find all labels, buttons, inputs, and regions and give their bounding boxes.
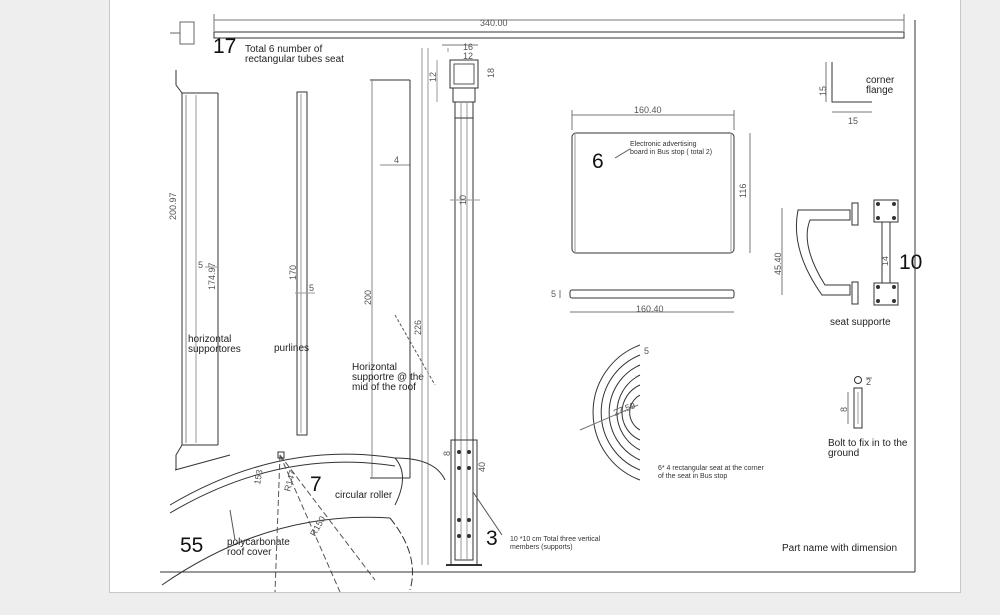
dim-col-12: 12 [463, 51, 473, 61]
horizontal-supports: 200.97 174.97 5 horizontal supportores [168, 70, 241, 471]
corner-flange-label-2: flange [866, 85, 894, 96]
dim-inner-174-97: 174.97 [207, 262, 217, 290]
roller-label: circular roller [335, 490, 393, 501]
mid-roof-label-1: Horizontal [352, 362, 397, 373]
horizontal-supports-label-2: supportores [188, 344, 241, 355]
dim-bolt-head: 2 [866, 377, 871, 387]
mid-roof-label-3: mid of the roof [352, 382, 416, 393]
dim-col-base-8: 8 [442, 451, 452, 456]
dim-seat-support-small: 14 [880, 256, 890, 266]
part-number-17: 17 [213, 35, 236, 58]
tube-seat-note-1: Total 6 number of [245, 44, 322, 55]
bolt: 8 2 Bolt to fix in to the ground [828, 376, 908, 459]
part-number-55: 55 [180, 534, 203, 557]
board-note-1: Electronic advertising [630, 141, 697, 148]
dim-flange-height: 15 [818, 86, 828, 96]
corner-seat: 27.59 5 6* 4 rectangular seat at the cor… [579, 344, 765, 481]
dim-col-226: 226 [413, 320, 423, 335]
dim-roof-r150: R150 [308, 514, 327, 538]
dim-height-200-97: 200.97 [168, 192, 178, 220]
horizontal-supports-label-1: horizontal [188, 334, 231, 345]
top-rectangular-tube: 340.00 17 Total 6 number of rectangular … [170, 14, 905, 65]
dim-col-base-40: 40 [477, 462, 487, 472]
cover-label-2: roof cover [227, 547, 272, 558]
dim-col-flange-12: 12 [428, 72, 438, 82]
dim-total-length: 340.00 [480, 18, 508, 28]
dim-seat-support-height: 45.40 [773, 252, 783, 275]
dim-seat-radius: 27.59 [612, 400, 637, 418]
dim-purline-170: 170 [288, 265, 298, 280]
seat-supports-label: seat supporte [830, 317, 891, 328]
tube-seat-note-2: rectangular tubes seat [245, 54, 344, 65]
dim-board-height: 116 [738, 184, 748, 198]
dim-board-width: 160.40 [634, 105, 662, 115]
mid-roof-supports: 4 200 Horizontal supportre @ the mid of … [352, 79, 436, 479]
dim-flange-width: 15 [848, 116, 858, 126]
footer-title: Part name with dimension [782, 543, 897, 554]
cover-label-1: polycarbonate [227, 537, 290, 548]
column-note-1: 10 *10 cm Total three vertical [510, 536, 601, 543]
dim-seat-5: 5 [644, 346, 649, 356]
corner-seat-note-2: of the seat in Bus stop [658, 473, 727, 480]
dim-bar-width: 160.40 [636, 304, 664, 314]
bolt-label-1: Bolt to fix in to the [828, 438, 908, 449]
part-number-7: 7 [310, 473, 322, 496]
bolt-label-2: ground [828, 448, 859, 459]
part-number-3: 3 [486, 527, 498, 550]
part-number-6: 6 [592, 150, 604, 173]
part-number-10: 10 [899, 251, 922, 274]
seat-supports: 45.40 14 10 seat supporte [773, 199, 922, 328]
advertising-board: 160.40 116 6 Electronic advertising boar… [551, 105, 751, 314]
dim-bar-height: 5 [551, 289, 556, 299]
board-note-2: board in Bus stop ( total 2) [630, 149, 712, 156]
dim-col-flange-18: 18 [486, 68, 496, 78]
dim-height-200: 200 [363, 290, 373, 305]
dim-roof-153: 153 [252, 469, 264, 486]
dim-purline-5: 5 [309, 283, 314, 293]
dim-width-4: 4 [394, 155, 399, 165]
corner-seat-note-1: 6* 4 rectangular seat at the corner [658, 465, 765, 472]
mid-roof-label-2: supportre @ the [352, 372, 424, 383]
purlines: 170 5 purlines [274, 91, 315, 436]
dim-col-web-10: 10 [458, 195, 468, 205]
corner-flange: 15 15 corner flange [818, 62, 895, 126]
dim-web-5: 5 [198, 260, 203, 270]
dim-col-16: 16 [463, 42, 473, 52]
engineering-drawing: 340.00 17 Total 6 number of rectangular … [160, 14, 922, 592]
purlines-label: purlines [274, 343, 309, 354]
vertical-column: 16 12 12 18 10 226 8 40 3 10 *10 cm Tota… [413, 42, 601, 566]
roof-assembly: 153 R147 R150 7 circular roller 55 polyc… [161, 451, 446, 592]
dim-bolt-height: 8 [839, 407, 849, 412]
corner-flange-label-1: corner [866, 75, 895, 86]
column-note-2: members (supports) [510, 544, 573, 551]
drawing-sheet: 340.00 17 Total 6 number of rectangular … [110, 0, 960, 592]
